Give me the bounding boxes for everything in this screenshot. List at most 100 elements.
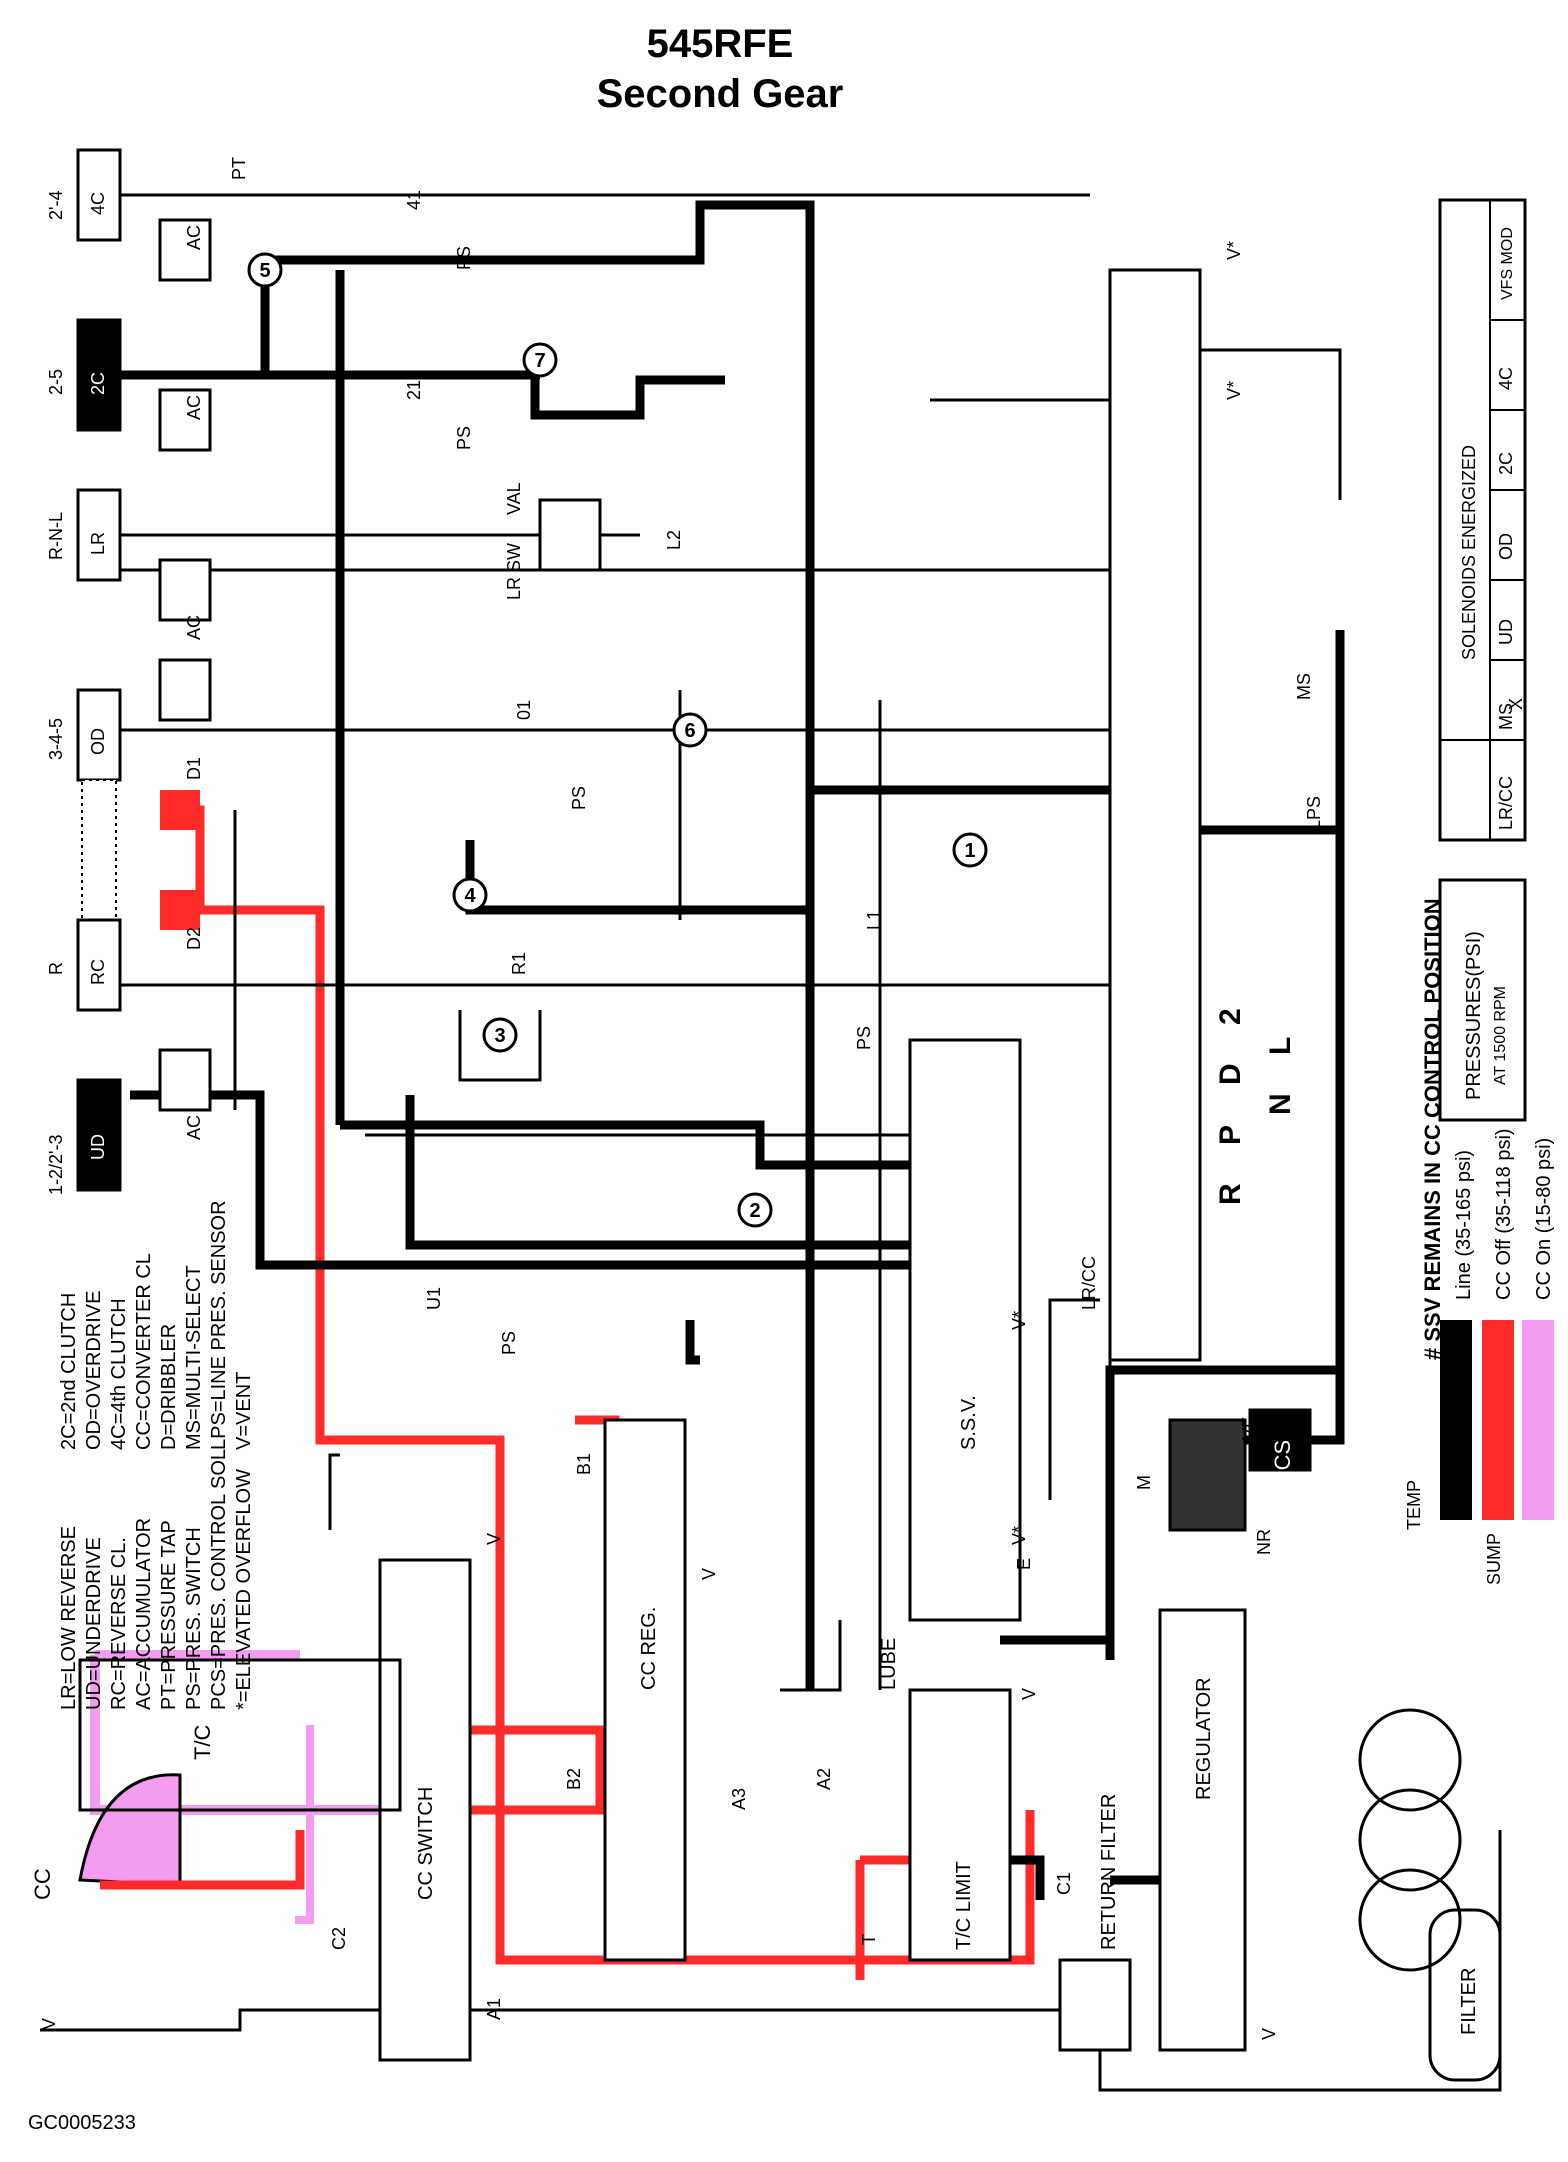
- line-pressure-line: [685, 1320, 700, 1365]
- label-ac: AC: [184, 395, 204, 420]
- legend-right-item: 4C=4th CLUTCH: [108, 1298, 130, 1450]
- legend-right-item: LPS=LINE PRES. SENSOR: [208, 1200, 230, 1450]
- legend-right-item: OD=OVERDRIVE: [83, 1291, 105, 1450]
- legend-left-item: UD=UNDERDRIVE: [83, 1537, 105, 1710]
- footer-code: GC0005233: [28, 2112, 136, 2134]
- solenoid-header: OD: [1496, 533, 1516, 560]
- label-d1: D1: [184, 757, 204, 780]
- label-c2: C2: [329, 1927, 349, 1950]
- label-v-star: V*: [1224, 241, 1244, 260]
- solenoid-header: LR/CC: [1496, 776, 1516, 830]
- cc-label: CC: [30, 1868, 55, 1900]
- label-ps: PS: [499, 1331, 519, 1355]
- gear-position-2: 2: [1214, 1008, 1247, 1025]
- od-rc-dotted-link: [81, 779, 117, 921]
- label-u1: U1: [424, 1287, 444, 1310]
- valve-bodies: [78, 198, 1527, 2082]
- check-ball-markers: 1 2 3 4 5 6 7: [247, 252, 988, 1228]
- gear-position-d: D: [1214, 1063, 1247, 1085]
- tc-limit-valve: [908, 1688, 1012, 1962]
- pressure-box-sub: AT 1500 RPM: [1492, 986, 1509, 1085]
- diagram-subtitle: Second Gear: [596, 72, 844, 116]
- pcs-block: [1168, 1418, 1247, 1532]
- line-pressure-line: [265, 200, 815, 1690]
- line-pressure-line: [530, 345, 725, 420]
- lr-switch-valve: [538, 498, 602, 572]
- label-a1: A1: [484, 1998, 504, 2020]
- label-pt: PT: [229, 157, 249, 180]
- dribbler-d1: [160, 790, 200, 830]
- label-nr: NR: [1254, 1529, 1274, 1555]
- accumulator-2c: [158, 388, 212, 452]
- solenoid-header: 4C: [1496, 367, 1516, 390]
- accumulator-od: [158, 658, 212, 722]
- cc-off-line: [160, 805, 1035, 1965]
- clutch-od: [76, 688, 122, 782]
- legend-left-item: PS=PRES. SWITCH: [183, 1527, 205, 1710]
- solenoid-table-frame: [1438, 198, 1527, 842]
- clutch-gear-label: R-N-L: [46, 512, 66, 560]
- pressure-legend-cc-on: CC On (15-80 psi): [1533, 1138, 1555, 1300]
- gear-position-n: N: [1264, 1093, 1297, 1115]
- solenoid-table-lines: [1440, 200, 1525, 840]
- label-lr-cc: LR/CC: [1079, 1256, 1099, 1310]
- clutch-name-label: OD: [88, 728, 108, 755]
- note-ssv: # SSV REMAINS IN CC CONTROL POSITION: [1420, 898, 1445, 1360]
- legend-left-item: PT=PRESSURE TAP: [158, 1520, 180, 1710]
- accumulator-lr: [158, 558, 212, 622]
- swatch-line: [1440, 1320, 1472, 1520]
- cc-reg-valve: [603, 1418, 687, 1962]
- ssv-valve: [908, 1038, 1022, 1622]
- label-a2: A2: [814, 1768, 834, 1790]
- label-lps: LPS: [1304, 796, 1324, 830]
- label-ac: AC: [184, 615, 204, 640]
- clutch-name-label: 2C: [88, 372, 108, 395]
- return-filter-label: RETURN FILTER: [1098, 1794, 1120, 1950]
- tc-label: T/C: [190, 1724, 215, 1760]
- solenoid-value: X: [1506, 698, 1526, 710]
- label-ac: AC: [184, 225, 204, 250]
- label-e: E: [1014, 1558, 1034, 1570]
- clutch-gear-label: R: [46, 962, 66, 975]
- label-r1: R1: [509, 952, 529, 975]
- check-ball-number: 6: [684, 720, 695, 742]
- label-21: 21: [404, 380, 424, 400]
- check-ball-number: 7: [534, 350, 545, 372]
- pcs-solenoid: [1248, 1408, 1312, 1472]
- return-filter: [1058, 1958, 1132, 2052]
- pump: [1358, 1708, 1462, 1972]
- clutch-2c: [76, 318, 122, 432]
- clutch-gear-label: 3-4-5: [46, 718, 66, 760]
- pressure-legend-cc-off: CC Off (35-118 psi): [1493, 1128, 1515, 1300]
- gear-position-p: P: [1214, 1125, 1247, 1145]
- label-b2: B2: [564, 1768, 584, 1790]
- regulator-valve: [1158, 1608, 1247, 2052]
- tc-box: [78, 1658, 402, 1812]
- temp-label: TEMP: [1404, 1480, 1424, 1530]
- gear-position-l: L: [1264, 1037, 1297, 1055]
- line-pressure-line: [1010, 1855, 1045, 1900]
- clutch-name-label: RC: [88, 959, 108, 985]
- pressure-legend-line: Line (35-165 psi): [1453, 1150, 1475, 1300]
- legend-left-item: LR=LOW REVERSE: [58, 1526, 80, 1710]
- manual-valve: [1108, 268, 1202, 1362]
- clutch-4c: [76, 148, 122, 242]
- label-v-star: V*: [1224, 381, 1244, 400]
- legend-right-item: V=VENT: [233, 1372, 255, 1450]
- clutch-ud: [76, 1078, 122, 1192]
- check-ball-number: 2: [749, 1200, 760, 1222]
- accumulators: [158, 218, 212, 1112]
- legend-right-item: MS=MULTI-SELECT: [183, 1265, 205, 1450]
- clutch-gear-label: 1-2/2'-3: [46, 1135, 66, 1195]
- legend-left-item: RC=REVERSE CL.: [108, 1537, 130, 1710]
- cc-reg-label: CC REG.: [638, 1607, 660, 1690]
- pressure-box-title: PRESSURES(PSI): [1463, 931, 1485, 1100]
- clutch-rc: [76, 918, 122, 1012]
- solenoid-table-title: SOLENOIDS ENERGIZED: [1459, 445, 1479, 660]
- cc-on-line: [295, 1725, 314, 1924]
- clutch-name-label: UD: [88, 1134, 108, 1160]
- label-ps: PS: [454, 246, 474, 270]
- sump-label: SUMP: [1484, 1533, 1504, 1585]
- pcs-label: PCS: [1270, 1440, 1295, 1485]
- label-b1: B1: [574, 1453, 594, 1475]
